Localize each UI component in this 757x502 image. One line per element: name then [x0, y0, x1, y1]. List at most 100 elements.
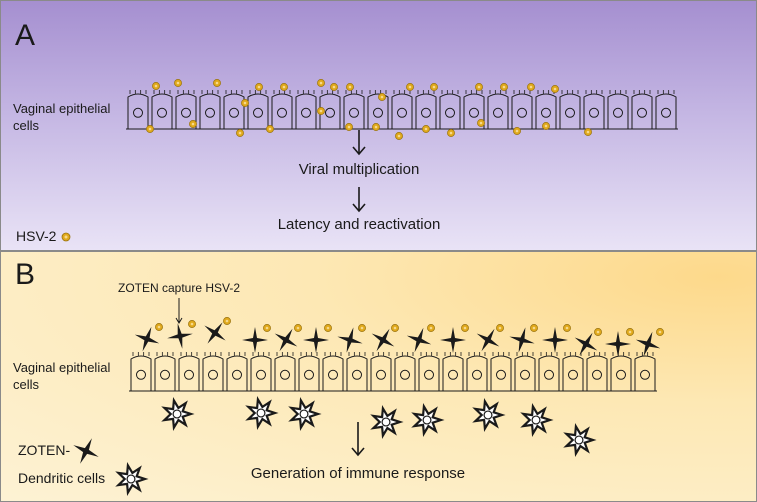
immune-response-label: Generation of immune response	[250, 465, 466, 482]
hsv2-virion	[174, 79, 182, 87]
epithelial-cell	[247, 90, 269, 130]
hsv2-virion	[427, 324, 435, 332]
arrow-down-icon	[352, 187, 366, 213]
viral-multiplication-label: Viral multiplication	[298, 161, 420, 178]
epithelial-cell	[535, 90, 557, 130]
hsv2-virion	[563, 324, 571, 332]
arrow-down-icon	[352, 130, 366, 156]
hsv2-virion	[345, 123, 353, 131]
hsv2-virion	[266, 125, 274, 133]
epithelial-cell	[154, 352, 176, 392]
hsv2-virion	[213, 79, 221, 87]
epithelial-cell	[370, 352, 392, 392]
hsv2-virion	[395, 132, 403, 140]
hsv2-virion	[146, 125, 154, 133]
hsv2-virion	[152, 82, 160, 90]
epithelial-cell-row-b	[129, 352, 657, 392]
epithelial-cell	[655, 90, 677, 130]
latency-label: Latency and reactivation	[277, 216, 441, 233]
epithelial-cell	[226, 352, 248, 392]
hsv2-virion	[189, 120, 197, 128]
hsv2-virion	[656, 328, 664, 336]
hsv2-virion	[461, 324, 469, 332]
dendritic-cell	[472, 397, 506, 433]
hsv2-virion	[280, 83, 288, 91]
hsv2-virion	[513, 127, 521, 135]
panel-a: A Vaginal epithelial cells Viral multipl…	[0, 0, 757, 251]
zoten-particle	[274, 324, 302, 352]
panel-a-epithelium-label: Vaginal epithelial cells	[13, 100, 110, 134]
epithelial-cell	[322, 352, 344, 392]
epithelial-cell	[562, 352, 584, 392]
dendritic-legend-label: Dendritic cells	[18, 470, 106, 486]
epithelial-cell	[487, 90, 509, 130]
epithelial-cell	[538, 352, 560, 392]
hsv2-virion	[447, 129, 455, 137]
hsv2-virion	[294, 324, 302, 332]
hsv2-virion	[188, 320, 196, 328]
zoten-particle	[242, 324, 271, 353]
epithelial-cell	[514, 352, 536, 392]
hsv2-virion	[496, 324, 504, 332]
dendritic-cell	[288, 396, 322, 432]
epithelial-cell	[127, 90, 149, 130]
epithelial-cell	[298, 352, 320, 392]
dendritic-cell	[411, 402, 445, 438]
zoten-particle	[406, 324, 435, 353]
epithelial-cell	[394, 352, 416, 392]
epithelial-cell	[610, 352, 632, 392]
hsv2-virion	[372, 123, 380, 131]
panel-b-epithelium-label: Vaginal epithelial cells	[13, 359, 110, 393]
hsv2-virion	[241, 99, 249, 107]
epithelial-cell	[418, 352, 440, 392]
epithelial-cell	[586, 352, 608, 392]
panel-a-epithelium-label-line2: cells	[13, 118, 40, 133]
hsv2-virion	[263, 324, 271, 332]
hsv2-virion	[155, 323, 163, 331]
epithelial-cell	[463, 90, 485, 130]
hsv2-legend-label: HSV-2	[16, 228, 57, 244]
epithelial-cell	[151, 90, 173, 130]
zoten-legend-label: ZOTEN-	[18, 442, 71, 458]
hsv2-virion	[317, 107, 325, 115]
hsv2-virion	[346, 83, 354, 91]
hsv2-virion	[406, 83, 414, 91]
dendritic-cell	[161, 396, 195, 432]
dendritic-cell	[563, 422, 597, 458]
dendritic-cell	[115, 461, 149, 497]
hsv2-virion	[255, 83, 263, 91]
arrow-down-icon	[351, 422, 365, 457]
zoten-particle	[337, 324, 366, 353]
zoten-group	[134, 317, 664, 357]
epithelial-cell	[511, 90, 533, 130]
epithelial-cell	[175, 90, 197, 130]
hsv2-virion	[236, 129, 244, 137]
zoten-particle	[509, 324, 538, 353]
dendritic-cell-group	[161, 395, 597, 458]
epithelial-cell	[199, 90, 221, 130]
epithelial-cell	[367, 90, 389, 130]
hsv2-virion	[378, 93, 386, 101]
epithelial-cell	[631, 90, 653, 130]
virion-group-a	[146, 79, 592, 140]
zoten-particle	[134, 323, 163, 352]
epithelial-cell	[130, 352, 152, 392]
hsv2-virion	[430, 83, 438, 91]
epithelial-cell	[274, 352, 296, 392]
zoten-legend-icon	[73, 438, 99, 464]
panel-a-epithelium-label-line1: Vaginal epithelial	[13, 101, 111, 116]
zoten-particle	[574, 328, 602, 356]
hsv2-virion	[475, 83, 483, 91]
zoten-particle	[635, 328, 664, 357]
dendritic-cell-legend-icon	[115, 461, 149, 497]
dendritic-cell	[370, 404, 404, 440]
hsv2-virion	[330, 83, 338, 91]
zoten-particle	[371, 324, 399, 352]
hsv2-virion	[358, 324, 366, 332]
zoten-particle	[303, 324, 332, 353]
hsv2-virion	[584, 128, 592, 136]
zoten-particle	[204, 317, 231, 344]
epithelial-cell	[343, 90, 365, 130]
hsv2-virion	[626, 328, 634, 336]
hsv2-virion	[530, 324, 538, 332]
